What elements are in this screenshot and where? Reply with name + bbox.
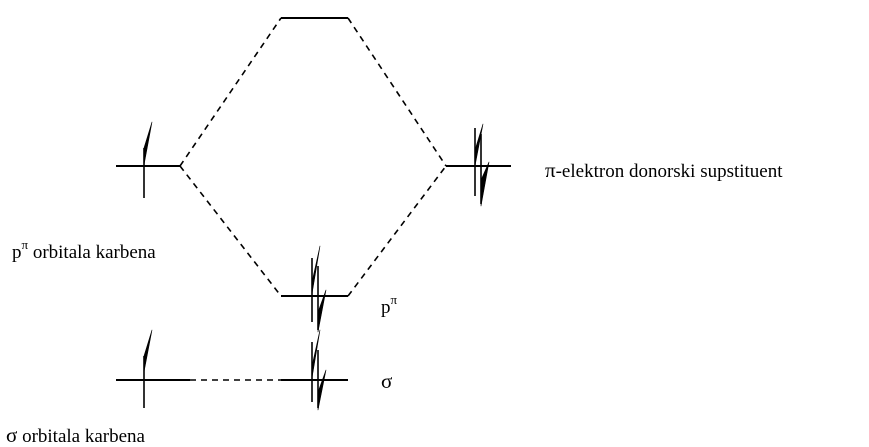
electron-pair-icon bbox=[311, 329, 327, 411]
electron-pair-icon bbox=[474, 123, 490, 207]
label-text: -elektron donorski supstituent bbox=[555, 161, 783, 182]
label-greek: π bbox=[545, 158, 556, 182]
carbene-sigma-orbital-label: σ orbitala karbena bbox=[6, 423, 145, 447]
electron-pair-icon bbox=[311, 245, 327, 333]
electron-up-icon bbox=[143, 329, 153, 408]
correlation-line-right-upper bbox=[347, 17, 447, 167]
mo-sigma-label: σ bbox=[381, 369, 393, 393]
mo-p-label: pπ bbox=[381, 293, 397, 318]
label-text: orbitala karbena bbox=[28, 242, 156, 263]
label-superscript: π bbox=[390, 292, 398, 307]
label-base: p bbox=[381, 297, 391, 318]
correlation-line-left-lower bbox=[179, 165, 282, 297]
electron-up-icon bbox=[143, 121, 153, 198]
label-superscript: π bbox=[21, 237, 29, 252]
correlation-line-left-upper bbox=[179, 17, 282, 167]
correlation-line-right-lower bbox=[347, 165, 447, 297]
label-text: orbitala karbena bbox=[17, 426, 145, 447]
donor-substituent-label: π-elektron donorski supstituent bbox=[545, 158, 783, 182]
label-greek: σ bbox=[6, 423, 18, 447]
carbene-p-orbital-label: pπ orbitala karbena bbox=[12, 238, 156, 263]
label-base: p bbox=[12, 242, 22, 263]
